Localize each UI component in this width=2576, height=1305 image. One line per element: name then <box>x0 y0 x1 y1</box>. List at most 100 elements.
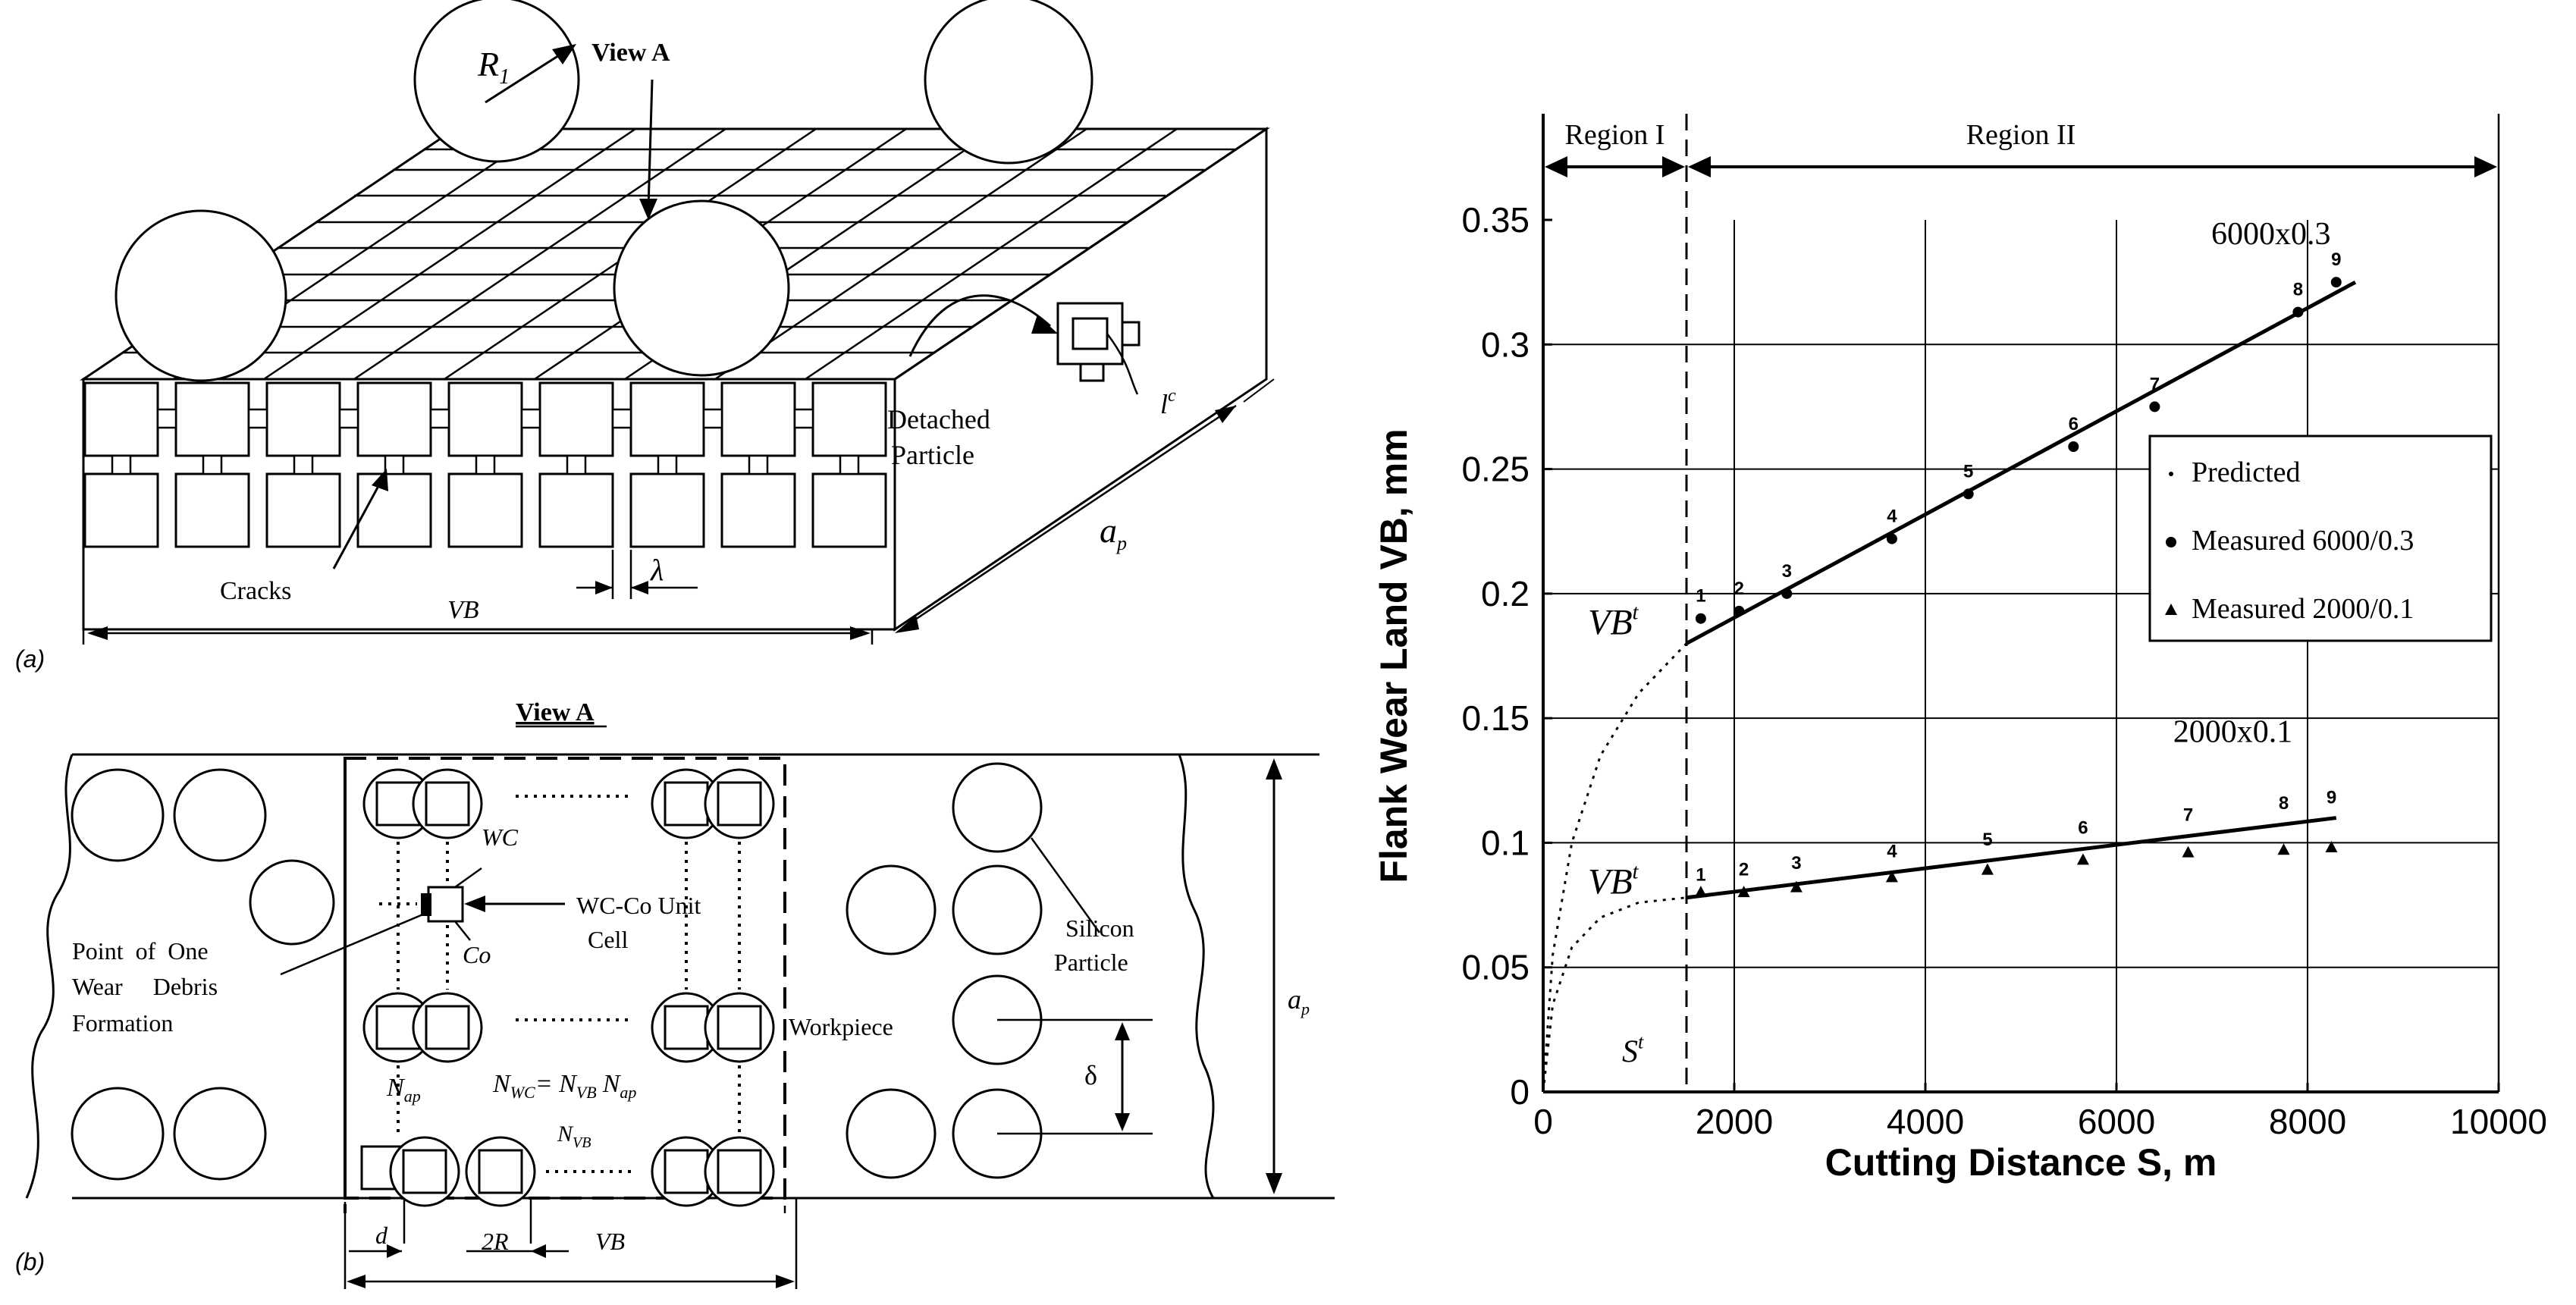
legend-marker-2000 <box>2165 604 2177 615</box>
point-label: 5 <box>1963 461 1973 482</box>
vbt-sup: t <box>1633 861 1639 884</box>
measured-point <box>2277 843 2290 855</box>
x-tick-label: 8000 <box>2269 1102 2346 1141</box>
vbt-main: VB <box>1588 603 1633 643</box>
view-region <box>344 757 786 1200</box>
left-break <box>25 754 74 1199</box>
vbt-label: VBt <box>1588 861 1639 902</box>
cracks-arrow <box>332 477 384 569</box>
region-arrowhead <box>1545 156 1567 177</box>
x-tick-label: 0 <box>1533 1102 1553 1141</box>
ap-label-a: ap <box>1100 511 1127 554</box>
legend-box <box>2148 434 2493 642</box>
point-label: 9 <box>2327 787 2336 808</box>
vb-label-b: VB <box>595 1228 625 1255</box>
panel-a-labels: (a) R1 View A Detached Particle lc Crack… <box>15 39 1176 673</box>
view-a-arrow <box>647 79 654 209</box>
y-tick-label: 0.05 <box>1461 948 1530 987</box>
point-label: 5 <box>1982 830 1992 850</box>
detach-arrow <box>908 294 1052 357</box>
unit-cell-label-2: Cell <box>588 926 628 953</box>
detached-label-1: Detached <box>887 404 990 434</box>
wc-label: WC <box>482 823 519 851</box>
point-label: 7 <box>2183 805 2193 826</box>
measured-point <box>1963 488 1974 500</box>
silicon-particles <box>115 0 1093 382</box>
region1-curve <box>1542 896 1687 1093</box>
point-label: 2 <box>1734 579 1744 599</box>
point-label: 8 <box>2279 793 2289 814</box>
right-break <box>1178 754 1215 1199</box>
predicted-line <box>1686 816 2337 900</box>
y-tick-label: 0.2 <box>1481 574 1530 613</box>
measured-point <box>2325 841 2338 852</box>
measured-point <box>1790 880 1803 892</box>
point-label: 7 <box>2150 374 2160 394</box>
point-label: 9 <box>2331 249 2341 270</box>
two-r-label: 2R <box>482 1228 509 1255</box>
x-tick-label: 4000 <box>1887 1102 1964 1141</box>
point-label: 3 <box>1782 561 1792 582</box>
series-label: 6000x0.3 <box>2211 217 2331 252</box>
measured-point <box>1694 886 1707 898</box>
ap-label-b: ap <box>1288 984 1310 1018</box>
region-label: Region II <box>1966 119 2076 151</box>
particle-front-center <box>613 199 790 377</box>
measured-point <box>1981 863 1994 875</box>
particle-front-left <box>115 209 287 382</box>
legend-marker-predicted <box>2169 472 2173 476</box>
debris-label-3: Formation <box>72 1009 173 1037</box>
detached-particle <box>1056 302 1141 382</box>
unit-cell-label-1: WC-Co Unit <box>576 892 701 919</box>
measured-point <box>1886 533 1897 544</box>
nap-label: Nap <box>386 1074 421 1106</box>
y-tick-label: 0.15 <box>1461 698 1530 738</box>
vb-label-a: VB <box>447 596 479 624</box>
series-label: 2000x0.1 <box>2173 715 2293 750</box>
y-tick-label: 0.35 <box>1461 200 1530 240</box>
point-label: 8 <box>2293 280 2303 300</box>
debris-label-1: Point of One <box>72 937 209 965</box>
view-a-label: View A <box>591 39 670 67</box>
measured-point <box>1695 613 1706 624</box>
y-tick-label: 0.25 <box>1461 450 1530 489</box>
measured-point <box>2292 306 2304 318</box>
point-label: 4 <box>1887 507 1897 527</box>
transition-label: St <box>1622 1031 1644 1070</box>
st-sup: t <box>1638 1031 1644 1053</box>
legend-entry: Predicted <box>2192 456 2301 488</box>
legend-entry: Measured 2000/0.1 <box>2192 593 2414 625</box>
lambda-label: λ <box>650 553 664 587</box>
point-label: 4 <box>1887 841 1897 861</box>
measured-point <box>2182 845 2195 858</box>
panel-b-tag: (b) <box>15 1248 45 1275</box>
vbt-label: VBt <box>1588 601 1639 643</box>
point-label: 1 <box>1696 864 1705 885</box>
measured-point <box>2076 853 2089 865</box>
view-cells <box>360 768 775 1207</box>
measured-point <box>1734 605 1745 616</box>
debris-label-2: Wear Debris <box>72 973 218 1000</box>
x-tick-label: 6000 <box>2078 1102 2155 1141</box>
panel-b-labels: (b) View A WC WC-Co Unit Cell Co Point o… <box>15 698 1310 1275</box>
co-label: Co <box>463 941 491 968</box>
vbt-sup: t <box>1633 601 1639 625</box>
point-label: 3 <box>1791 853 1801 874</box>
measured-point <box>1781 588 1793 599</box>
x-axis-label: Cutting Distance S, m <box>1825 1141 2217 1184</box>
measured-point <box>2330 277 2342 288</box>
point-label: 1 <box>1696 586 1705 607</box>
vbt-main: VB <box>1588 862 1633 902</box>
panel-b <box>25 753 1335 1289</box>
view-a-title: View A <box>516 698 595 726</box>
panel-a <box>80 0 1275 645</box>
measured-point <box>1885 871 1898 883</box>
region-arrowhead <box>1662 156 1685 177</box>
point-label: 2 <box>1739 859 1749 880</box>
panel-a-tag: (a) <box>15 645 45 673</box>
